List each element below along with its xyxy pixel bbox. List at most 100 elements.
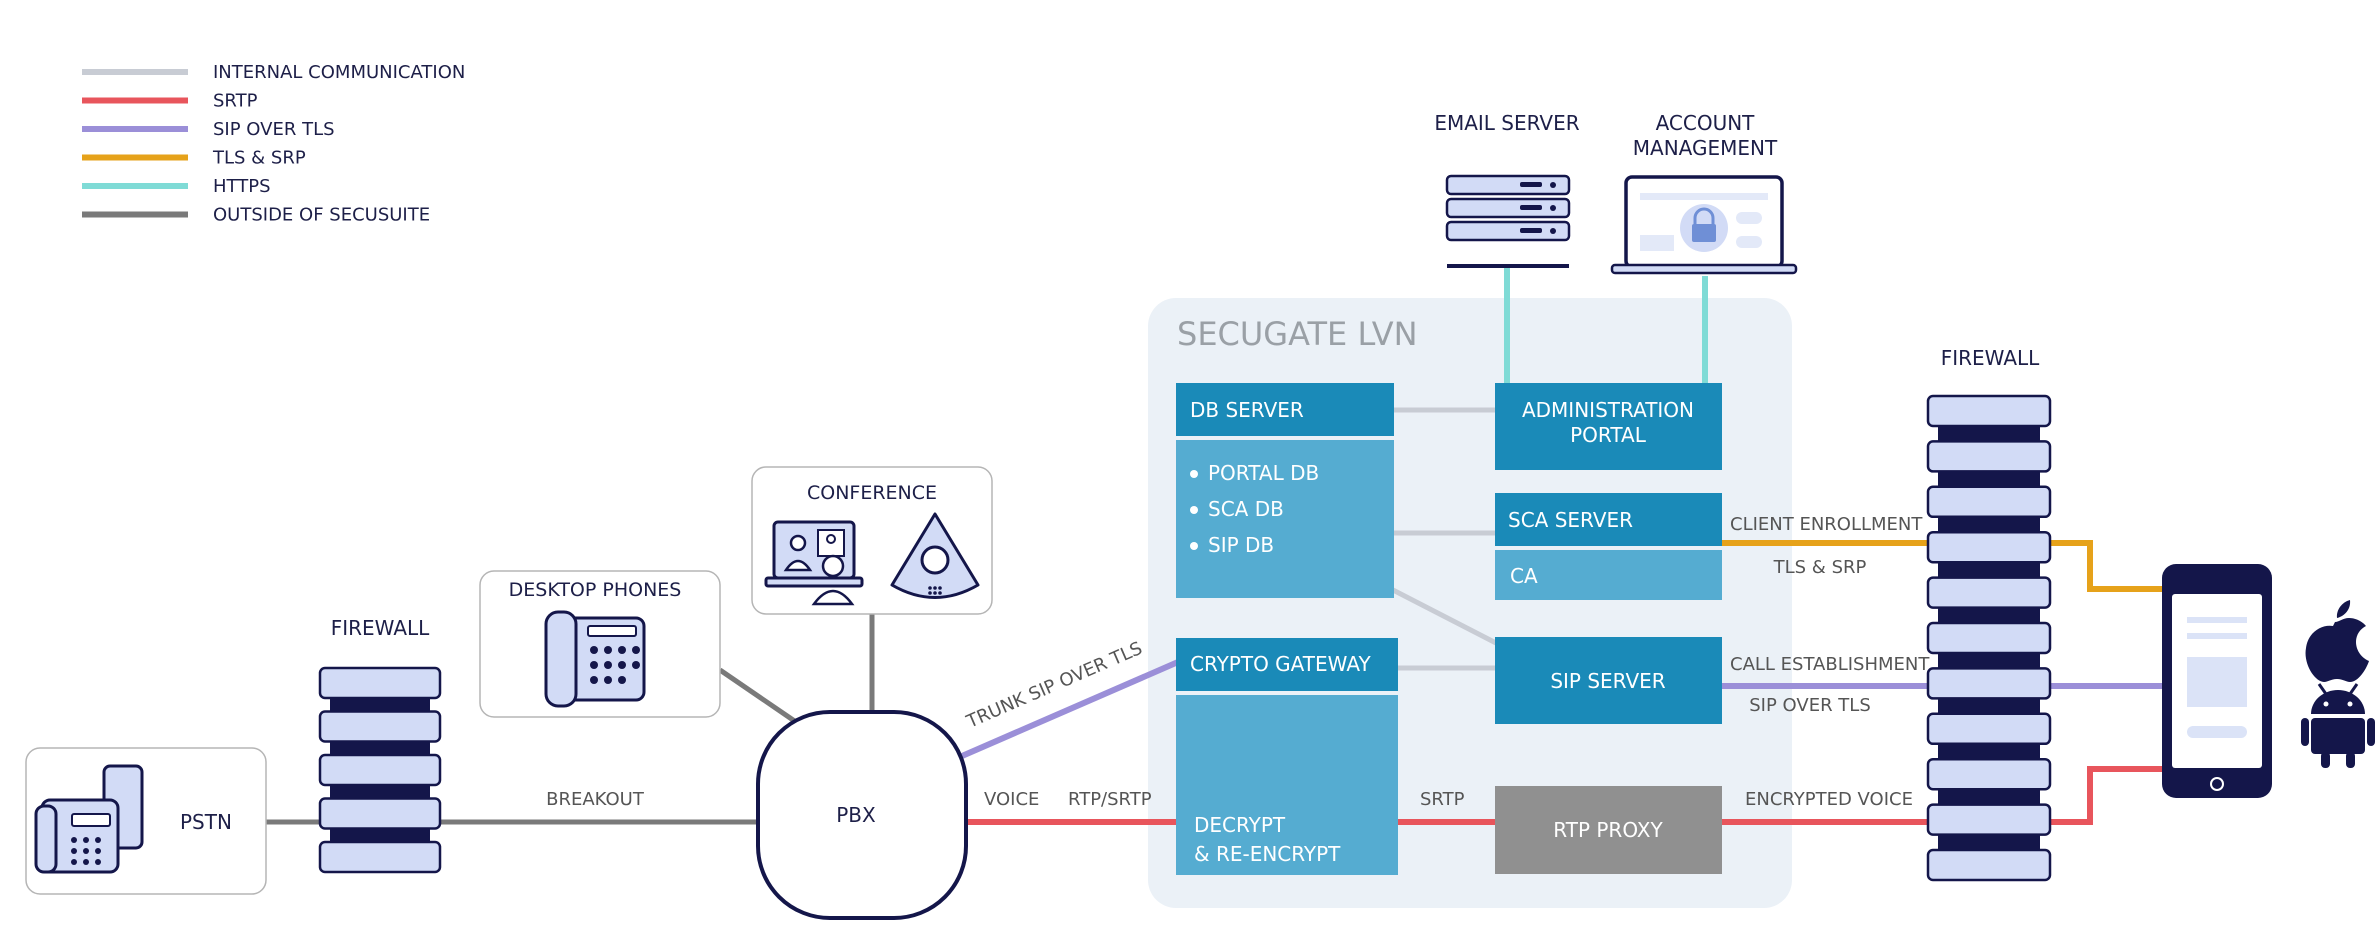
firewall-brick [318,797,442,830]
sip-server-label: SIP SERVER [1550,669,1665,693]
firewall-brick [318,710,442,743]
admin-portal-line-1: ADMINISTRATION [1522,398,1694,422]
conference-label: CONFERENCE [807,482,937,504]
db-list-bullet [1190,542,1198,550]
server-rack-icon [1445,174,1571,268]
db-server-label: DB SERVER [1190,398,1304,422]
firewall-brick [1926,576,2052,609]
pstn-label: PSTN [180,810,232,834]
pstn-node: PSTN [25,747,267,895]
sca-server-node: SCA SERVER CA [1495,493,1722,600]
firewall-brick [1926,485,2052,519]
firewall-mortar [1938,514,2040,535]
firewall-brick [318,753,442,787]
decrypt-line-2: & RE-ENCRYPT [1194,842,1341,866]
desktop-phones-node: DESKTOP PHONES [479,570,721,718]
legend-label-https: HTTPS [213,176,271,197]
firewall-mortar [1938,787,2040,807]
android-logo-icon [2301,683,2375,768]
connections [266,266,2164,825]
db-server-body [1176,440,1394,598]
db-list-item: SCA DB [1208,497,1284,521]
firewall-left: FIREWALL [318,616,442,874]
firewall-brick [1926,621,2052,655]
desktop-phones-label: DESKTOP PHONES [509,579,682,601]
legend-label-outside: OUTSIDE OF SECUSUITE [213,205,430,226]
video-conference-icon [764,520,864,606]
lvn-title: SECUGATE LVN [1177,315,1418,353]
crypto-gateway-node: CRYPTO GATEWAY DECRYPT & RE-ENCRYPT [1176,638,1398,875]
sip-server-box [1495,637,1722,724]
edge-trunk [960,659,1180,759]
firewall-mortar [330,826,430,844]
firewall-mortar [1938,651,2040,671]
email-server-label: EMAIL SERVER [1434,111,1579,135]
firewall-brick [1926,530,2052,564]
rtp-proxy-box [1495,786,1722,874]
ca-label: CA [1510,564,1538,588]
legend-label-tls_srp: TLS & SRP [212,148,306,169]
conference-node: CONFERENCE [751,466,993,615]
crypto-gateway-label: CRYPTO GATEWAY [1190,652,1371,676]
firewall-mortar [1938,469,2040,489]
firewall-left-icon [318,666,442,874]
edge-desktop-pbx [718,667,798,725]
sip-server-node: SIP SERVER [1495,637,1722,724]
legend-label-sip_tls: SIP OVER TLS [213,119,335,140]
firewall-mortar [1938,424,2040,444]
firewall-mortar [1938,741,2040,762]
admin-portal-node: ADMINISTRATION PORTAL [1495,383,1722,470]
firewall-right-label: FIREWALL [1941,346,2040,370]
apple-logo-icon [2305,600,2369,682]
legend: INTERNAL COMMUNICATION SRTP SIP OVER TLS TL… [82,62,465,226]
laptop-lock-icon [1610,175,1798,275]
firewall-mortar [1938,605,2040,625]
firewall-right-icon [1926,394,2052,882]
crypto-gateway-header [1176,638,1398,691]
edge-label-srtp-internal: SRTP [1420,789,1465,810]
pbx-node: PBX [756,710,968,920]
db-server-header [1176,383,1394,436]
firewall-brick [1926,712,2052,746]
edge-label-breakout: BREAKOUT [546,789,645,810]
firewall-mortar [330,696,430,714]
rtp-proxy-label: RTP PROXY [1553,818,1663,842]
firewall-mortar [330,783,430,801]
edge-label-client-enrollment: CLIENT ENROLLMENT [1730,514,1923,535]
legend-label-internal: INTERNAL COMMUNICATION [213,62,465,83]
rtp-proxy-node: RTP PROXY [1495,786,1722,874]
firewall-left-label: FIREWALL [331,616,430,640]
desk-phone-icon [544,610,646,708]
db-list-bullet [1190,470,1198,478]
edge-label-voice: VOICE [984,789,1039,810]
sca-server-label: SCA SERVER [1508,508,1633,532]
pbx-label: PBX [836,803,876,827]
edge-label-encrypted-voice: ENCRYPTED VOICE [1745,789,1913,810]
account-management-node: ACCOUNT MANAGEMENT [1610,111,1798,275]
decrypt-line-1: DECRYPT [1194,813,1286,837]
admin-portal-line-2: PORTAL [1570,423,1647,447]
firewall-mortar [330,739,430,757]
edge-db-sip [1391,587,1498,646]
admin-portal-box [1495,383,1722,470]
phone-handset-icon [34,764,144,874]
account-management-line-1: ACCOUNT [1656,111,1756,135]
firewall-mortar [1938,560,2040,580]
firewall-brick [1926,440,2052,473]
email-server-node: EMAIL SERVER [1434,111,1580,268]
firewall-brick [1926,848,2052,882]
firewall-brick [318,840,442,874]
pbx-box [756,710,968,920]
ca-box [1495,550,1722,600]
firewall-mortar [1938,832,2040,852]
edge-label-rtp-srtp: RTP/SRTP [1068,789,1152,810]
firewall-brick [1926,667,2052,700]
legend-label-srtp: SRTP [213,91,258,112]
firewall-brick [1926,394,2052,428]
edge-label-tls-srp: TLS & SRP [1773,557,1867,578]
db-list-item: SIP DB [1208,533,1274,557]
smartphone-icon [2162,564,2272,798]
firewall-right: FIREWALL [1926,346,2052,882]
